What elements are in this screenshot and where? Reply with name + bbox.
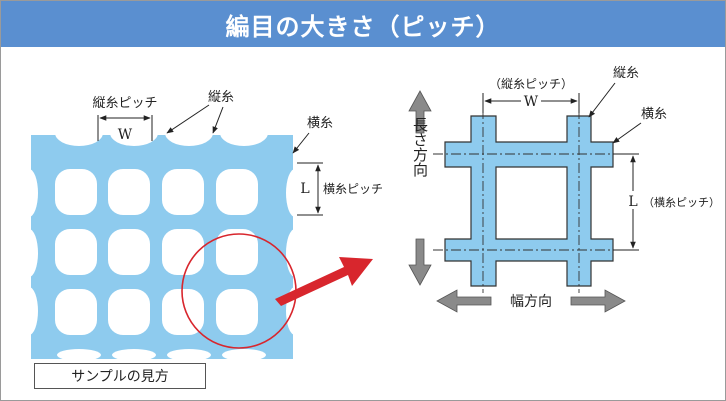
length-direction-arrow-icon [408,90,432,286]
mesh-cell-enlarged [433,109,623,293]
page-title: 編目の大きさ（ピッチ） [225,12,501,41]
warp-pitch-label-left: 縦糸ピッチ [92,96,157,111]
weft-pitch-label-left: 横糸ピッチ [323,182,383,196]
w-label-right: W [524,94,539,110]
width-direction-arrow-icon [436,289,626,313]
weft-pitch-label-right: （横糸ピッチ） [643,195,720,209]
zoom-arrow-icon [275,257,373,306]
warp-label-right: 縦糸 [613,66,639,81]
l-label-right: L [628,194,637,210]
warp-pitch-label-right: （縦糸ピッチ） [489,77,573,91]
width-direction-label: 幅方向 [510,294,552,310]
weft-label-left: 横糸 [307,116,333,131]
length-direction-label: 長さ方向 [411,117,429,177]
l-label-left: L [300,181,309,197]
mesh-sample [31,135,293,359]
sample-guide-caption: サンプルの見方 [34,363,206,389]
weft-label-right: 横糸 [641,107,667,122]
warp-label-left: 縦糸 [208,90,234,105]
title-bar: 編目の大きさ（ピッチ） [1,1,725,47]
w-label-left: W [118,127,133,143]
